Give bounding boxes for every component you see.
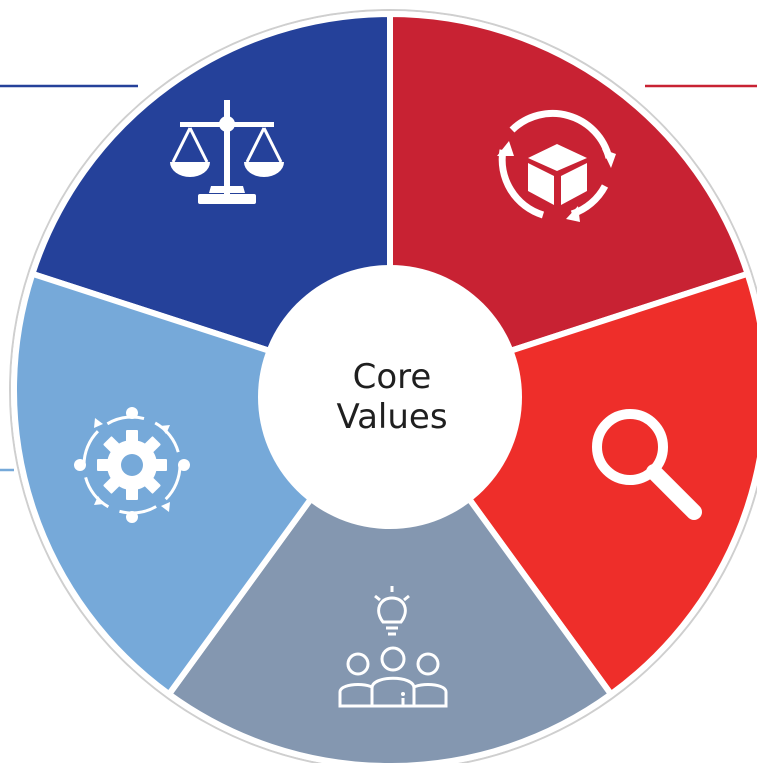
scales-of-justice-icon	[170, 100, 284, 204]
center-title-line1: Core	[353, 357, 432, 397]
team-idea-lightbulb-icon	[338, 586, 448, 708]
segment-teamwork[interactable]	[166, 387, 614, 763]
magnifying-glass-icon	[592, 409, 702, 520]
gear-cycle-icon	[74, 407, 190, 523]
segment-recycling[interactable]	[387, 11, 751, 393]
center-title-line2: Values	[336, 397, 447, 437]
outer-ring	[9, 9, 757, 763]
box-cycle-icon	[497, 109, 616, 222]
center-circle	[258, 265, 522, 529]
